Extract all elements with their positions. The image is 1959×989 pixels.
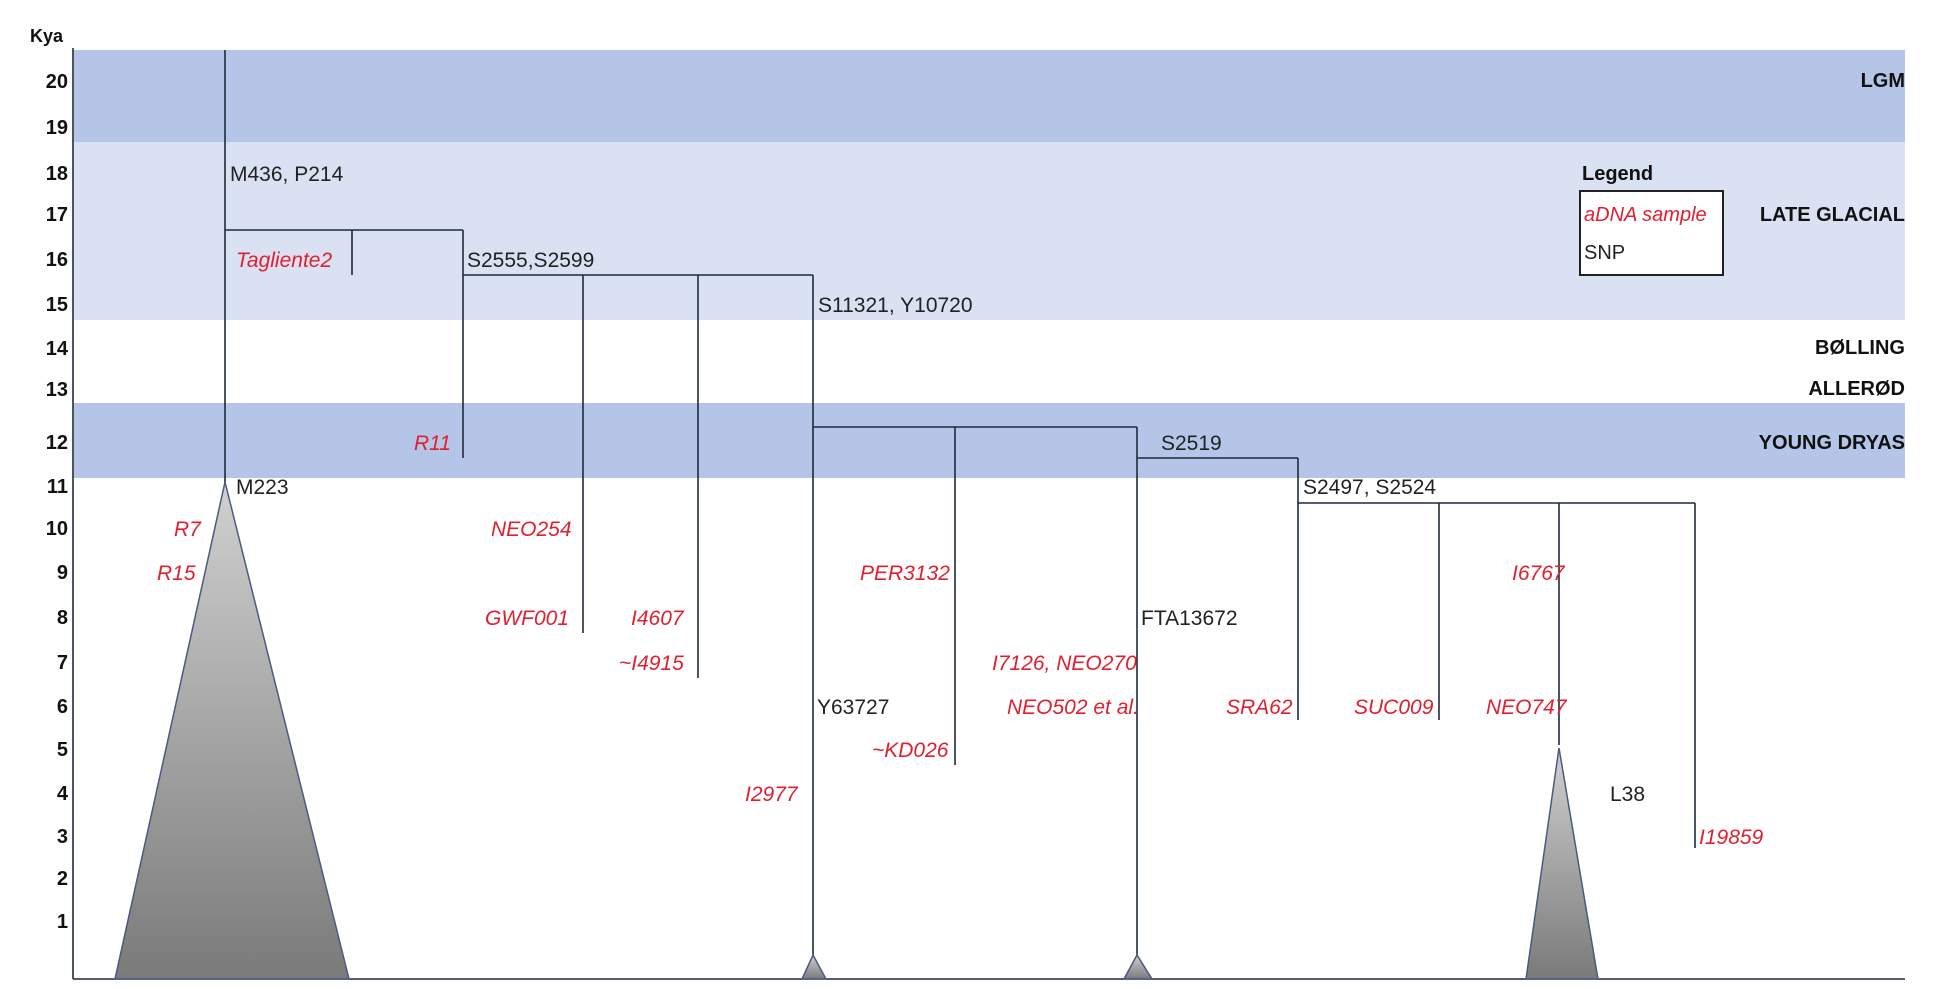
period-label: ALLERØD	[1808, 378, 1905, 400]
snp-label: S2519	[1161, 432, 1222, 455]
snp-label: FTA13672	[1141, 607, 1238, 630]
legend-title: Legend	[1582, 163, 1654, 185]
period-label: LGM	[1860, 70, 1905, 92]
adna-sample-label: SRA62	[1226, 696, 1293, 719]
adna-sample-label: Tagliente2	[236, 249, 333, 272]
y-axis-tick: 4	[56, 783, 68, 805]
y-axis-tick: 13	[45, 379, 68, 401]
adna-sample-label: I6767	[1512, 562, 1565, 585]
y-axis-tick: 3	[56, 826, 68, 848]
y-axis-tick: 12	[45, 432, 68, 454]
adna-sample-label: I4607	[631, 607, 684, 630]
y-axis-tick: 17	[45, 204, 68, 226]
y-axis-tick: 10	[45, 518, 68, 540]
y-axis-tick: 16	[45, 249, 68, 271]
expansion-triangle-icon	[1122, 953, 1154, 980]
y-axis-tick: 7	[56, 652, 68, 674]
adna-sample-label: ~KD026	[872, 739, 949, 762]
period-label: YOUNG DRYAS	[1758, 432, 1905, 454]
adna-sample-label: R11	[414, 432, 451, 455]
axis-unit-label: Kya	[30, 26, 64, 46]
expansion-triangle-icon	[1525, 747, 1599, 980]
y-axis-tick: 14	[45, 338, 68, 360]
adna-sample-label: NEO502 et al.	[1007, 696, 1139, 719]
adna-sample-label: R15	[157, 562, 196, 585]
y-axis-tick: 15	[45, 294, 68, 316]
expansion-triangle-icon	[114, 481, 350, 980]
y-axis-tick: 9	[56, 562, 68, 584]
y-axis-tick: 6	[56, 696, 68, 718]
snp-label: S11321, Y10720	[818, 294, 973, 317]
y-axis-tick: 1	[56, 911, 68, 933]
expansion-triangle-icon	[800, 953, 828, 980]
adna-sample-label: GWF001	[485, 607, 570, 630]
adna-sample-label: PER3132	[860, 562, 950, 585]
legend-snp-entry: SNP	[1584, 242, 1626, 264]
adna-sample-label: I2977	[745, 783, 798, 806]
y-axis-tick: 11	[46, 476, 68, 498]
adna-sample-label: SUC009	[1354, 696, 1434, 719]
period-band	[74, 403, 1905, 478]
snp-label: M223	[236, 476, 289, 499]
period-label: BØLLING	[1815, 337, 1905, 359]
adna-sample-label: I19859	[1699, 826, 1764, 849]
y-axis-tick: 19	[45, 117, 68, 139]
y-axis-tick: 18	[45, 163, 68, 185]
period-label: LATE GLACIAL	[1759, 204, 1905, 226]
legend: aDNA sample SNP	[1579, 190, 1724, 276]
adna-sample-label: NEO254	[491, 518, 572, 541]
snp-label: S2555,S2599	[467, 249, 595, 272]
adna-sample-label: I7126, NEO270	[992, 652, 1137, 675]
snp-label: M436, P214	[230, 163, 344, 186]
snp-label: Y63727	[817, 696, 890, 719]
y-axis-tick: 2	[56, 868, 68, 890]
y-axis-tick: 20	[45, 71, 68, 93]
tree-branches	[72, 48, 1905, 980]
legend-sample-entry: aDNA sample	[1584, 204, 1707, 226]
y-axis-tick: 5	[56, 739, 68, 761]
snp-label: L38	[1610, 783, 1646, 806]
adna-sample-label: R7	[174, 518, 201, 541]
expansion-triangles	[114, 481, 1599, 980]
y-axis-tick: 8	[56, 607, 68, 629]
adna-sample-label: ~I4915	[619, 652, 684, 675]
snp-label: S2497, S2524	[1303, 476, 1437, 499]
period-band	[74, 50, 1905, 142]
adna-sample-label: NEO747	[1486, 696, 1567, 719]
